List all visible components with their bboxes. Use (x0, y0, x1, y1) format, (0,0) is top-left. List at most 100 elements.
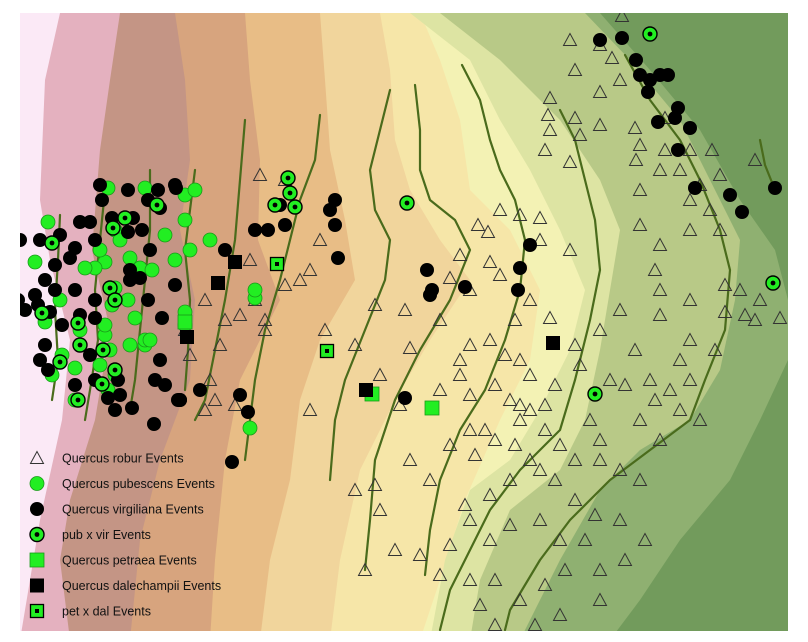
pubxvir-event-marker (107, 292, 123, 308)
robur-event-marker (557, 562, 573, 576)
virgiliana-event-marker (241, 405, 255, 419)
robur-event-marker (302, 262, 318, 276)
legend-symbol-pubescens (29, 476, 45, 491)
robur-event-marker (512, 207, 528, 221)
robur-event-marker (637, 532, 653, 546)
virgiliana-event-marker (668, 111, 682, 125)
virgiliana-event-marker (278, 218, 292, 232)
pubescens-event-marker (122, 337, 138, 353)
legend-item-petxdal: pet x dal Events (29, 603, 151, 619)
robur-event-marker (567, 452, 583, 466)
pubxvir-event-marker (102, 280, 118, 296)
robur-event-marker (732, 282, 748, 296)
contour-line (438, 108, 602, 631)
robur-event-marker (682, 372, 698, 386)
robur-event-marker (522, 452, 538, 466)
pubescens-event-marker (127, 310, 143, 326)
robur-event-marker (672, 352, 688, 366)
pubxvir-event-marker (44, 235, 60, 251)
robur-event-marker (487, 617, 503, 631)
pubescens-event-marker (177, 212, 193, 228)
robur-event-marker (452, 367, 468, 381)
pubescens-event-marker (157, 227, 173, 243)
robur-event-marker (452, 352, 468, 366)
climate-zone-12 (600, 13, 788, 631)
robur-event-marker (617, 377, 633, 391)
robur-event-marker (182, 347, 198, 361)
robur-event-marker (717, 277, 733, 291)
map-layers (20, 13, 788, 631)
virgiliana-event-marker (41, 363, 55, 377)
robur-event-marker (647, 262, 663, 276)
pubxvir-event-marker (149, 197, 165, 213)
robur-event-marker (502, 472, 518, 486)
robur-event-marker (317, 322, 333, 336)
virgiliana-event-marker (93, 178, 107, 192)
robur-event-marker (477, 422, 493, 436)
robur-event-marker (532, 232, 548, 246)
robur-event-marker (652, 307, 668, 321)
dalechampii-event-marker (211, 276, 225, 290)
robur-event-marker (470, 217, 486, 231)
robur-event-marker (552, 607, 568, 621)
robur-event-marker (432, 382, 448, 396)
robur-event-marker (632, 217, 648, 231)
robur-event-marker (402, 452, 418, 466)
robur-event-marker (487, 572, 503, 586)
dalechampii-event-marker (359, 383, 373, 397)
robur-event-marker (707, 342, 723, 356)
robur-event-marker (252, 167, 268, 181)
virgiliana-event-marker (331, 251, 345, 265)
robur-event-marker (662, 382, 678, 396)
robur-event-marker (682, 292, 698, 306)
robur-event-marker (632, 472, 648, 486)
pubescens-event-marker (144, 262, 160, 278)
virgiliana-event-marker (593, 33, 607, 47)
robur-event-marker (562, 154, 578, 168)
pubxvir-event-marker (105, 220, 121, 236)
robur-event-marker (387, 542, 403, 556)
pubescens-event-marker (202, 232, 218, 248)
petxdal-event-marker (319, 343, 335, 359)
robur-event-marker (482, 332, 498, 346)
pubescens-event-marker (137, 180, 153, 196)
virgiliana-event-marker (688, 181, 702, 195)
virgiliana-event-marker (513, 261, 527, 275)
virgiliana-event-marker (68, 378, 82, 392)
robur-event-marker (572, 357, 588, 371)
virgiliana-event-marker (88, 311, 102, 325)
virgiliana-event-marker (108, 403, 122, 417)
robur-event-marker (542, 310, 558, 324)
robur-event-marker (672, 162, 688, 176)
robur-event-marker (537, 577, 553, 591)
pubxvir-event-marker (282, 185, 298, 201)
virgiliana-event-marker (33, 353, 47, 367)
virgiliana-event-marker (328, 193, 342, 207)
pubxvir-event-marker (70, 392, 86, 408)
legend-item-robur: Quercus robur Events (29, 450, 184, 466)
robur-event-marker (442, 437, 458, 451)
virgiliana-event-marker (48, 283, 62, 297)
robur-event-marker (207, 392, 223, 406)
petxdal-event-marker (269, 256, 285, 272)
robur-event-marker (537, 422, 553, 436)
virgiliana-event-marker (193, 383, 207, 397)
pubxvir-event-marker (280, 170, 296, 186)
virgiliana-event-marker (173, 393, 187, 407)
pubxvir-event-marker (399, 195, 415, 211)
robur-event-marker (572, 127, 588, 141)
virgiliana-event-marker (83, 348, 97, 362)
virgiliana-event-marker (73, 215, 87, 229)
robur-event-marker (617, 552, 633, 566)
virgiliana-event-marker (651, 115, 665, 129)
legend-label-pubescens: Quercus pubescens Events (62, 477, 215, 491)
virgiliana-event-marker (723, 188, 737, 202)
robur-event-marker (552, 532, 568, 546)
virgiliana-event-marker (661, 68, 675, 82)
contour-line (128, 168, 152, 412)
robur-event-marker (367, 297, 383, 311)
robur-event-marker (652, 237, 668, 251)
contour-line (328, 88, 392, 482)
robur-event-marker (542, 122, 558, 136)
